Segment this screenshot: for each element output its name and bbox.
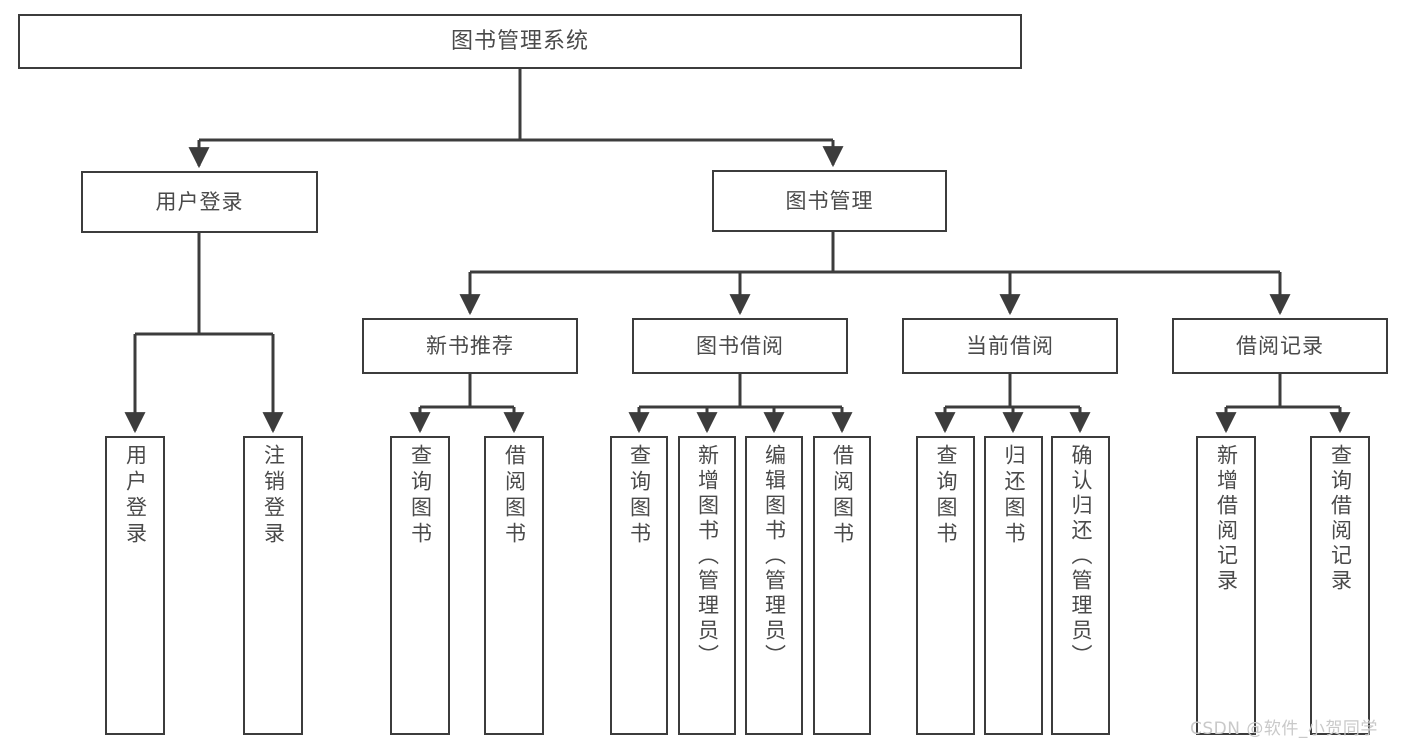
node-label: 查询图书 xyxy=(627,444,652,548)
node-label: 图书借阅 xyxy=(696,333,784,358)
node-label: 图书管理 xyxy=(785,188,874,213)
leaf-add-book-admin[interactable]: 新增图书（管理员） xyxy=(678,436,736,735)
node-label: 用户登录 xyxy=(155,189,244,214)
watermark: CSDN @软件_小贺同学 xyxy=(1190,719,1378,739)
node-root[interactable]: 图书管理系统 xyxy=(18,14,1022,69)
node-new-book-recommend[interactable]: 新书推荐 xyxy=(362,318,578,374)
node-user-login[interactable]: 用户登录 xyxy=(81,171,318,233)
leaf-edit-book-admin[interactable]: 编辑图书（管理员） xyxy=(745,436,803,735)
node-label: 确认归还（管理员） xyxy=(1069,444,1093,669)
node-label: 借阅记录 xyxy=(1236,333,1324,358)
leaf-add-borrow-record[interactable]: 新增借阅记录 xyxy=(1196,436,1256,735)
leaf-return-book[interactable]: 归还图书 xyxy=(984,436,1043,735)
node-label: 新增图书（管理员） xyxy=(695,444,720,669)
node-label: 借阅图书 xyxy=(502,444,527,548)
leaf-query-book-new[interactable]: 查询图书 xyxy=(390,436,450,735)
leaf-user-login[interactable]: 用户登录 xyxy=(105,436,165,735)
node-book-management[interactable]: 图书管理 xyxy=(712,170,947,232)
node-label: 当前借阅 xyxy=(966,333,1054,358)
node-label: 新书推荐 xyxy=(426,333,514,358)
node-label: 图书管理系统 xyxy=(450,28,589,54)
leaf-query-book-borrow[interactable]: 查询图书 xyxy=(610,436,668,735)
node-label: 编辑图书（管理员） xyxy=(762,444,787,669)
leaf-logout[interactable]: 注销登录 xyxy=(243,436,303,735)
leaf-borrow-book-new[interactable]: 借阅图书 xyxy=(484,436,544,735)
node-label: 归还图书 xyxy=(1002,444,1026,548)
node-label: 注销登录 xyxy=(261,444,286,548)
node-label: 借阅图书 xyxy=(830,444,855,548)
node-book-borrow[interactable]: 图书借阅 xyxy=(632,318,848,374)
node-label: 新增借阅记录 xyxy=(1214,444,1239,594)
node-label: 查询图书 xyxy=(934,444,958,548)
node-current-borrow[interactable]: 当前借阅 xyxy=(902,318,1118,374)
leaf-confirm-return-admin[interactable]: 确认归还（管理员） xyxy=(1051,436,1110,735)
leaf-borrow-book[interactable]: 借阅图书 xyxy=(813,436,871,735)
node-borrow-record[interactable]: 借阅记录 xyxy=(1172,318,1388,374)
leaf-query-book-current[interactable]: 查询图书 xyxy=(916,436,975,735)
node-label: 查询图书 xyxy=(408,444,433,548)
node-label: 查询借阅记录 xyxy=(1328,444,1353,594)
node-label: 用户登录 xyxy=(123,444,148,548)
leaf-query-borrow-record[interactable]: 查询借阅记录 xyxy=(1310,436,1370,735)
